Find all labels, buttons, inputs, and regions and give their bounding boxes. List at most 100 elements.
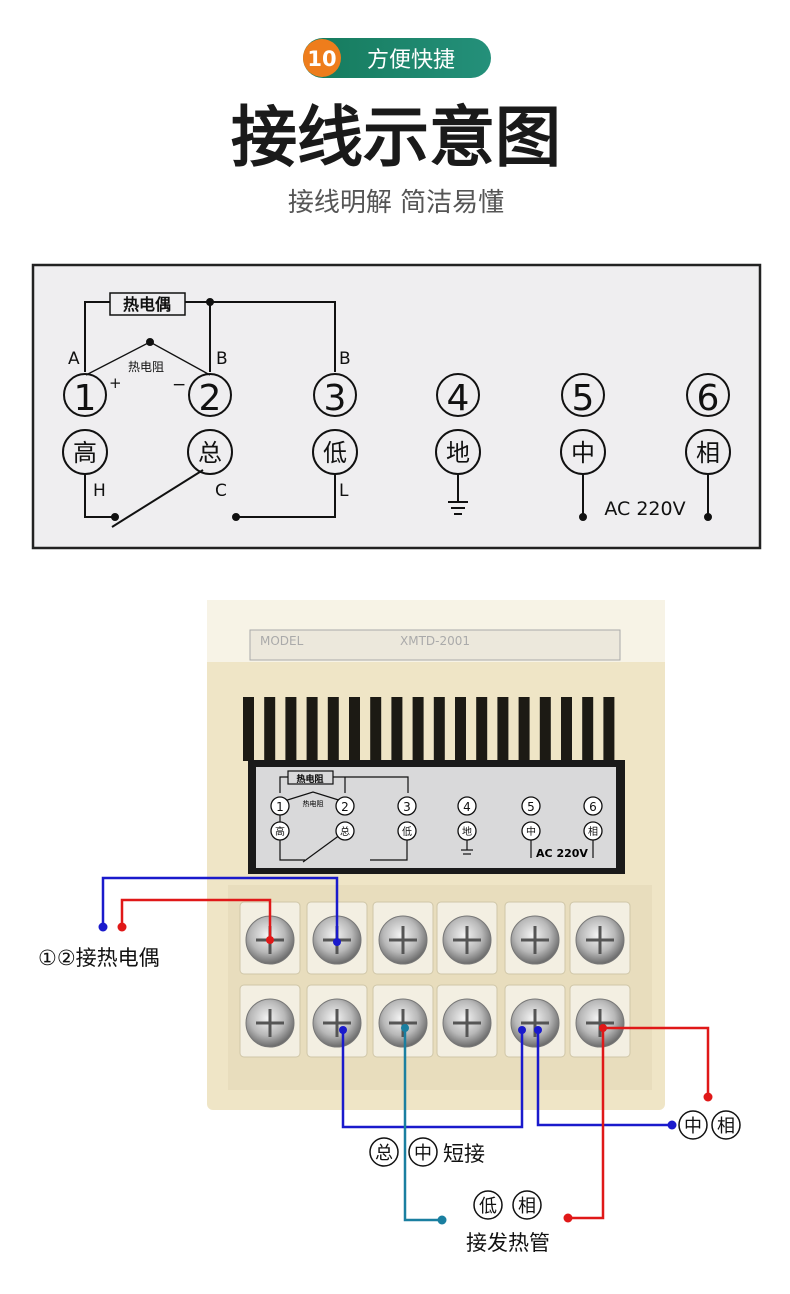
short-callout-a: 总 (375, 1143, 393, 1164)
terminal-function-circle (685, 429, 731, 475)
badge-text: 方便快捷 (367, 48, 455, 73)
heater-wire-phase (568, 1028, 605, 1220)
phase-wire (603, 1026, 710, 1097)
panel-terminal-number-circle (270, 796, 290, 816)
panel-terminal-number-circle (335, 796, 355, 816)
panel-terminal-function-circle (457, 821, 477, 841)
neutral-wire (536, 1030, 672, 1127)
vent-slot (455, 697, 466, 761)
terminal-number: 2 (199, 378, 222, 419)
panel-rtd-box-label: 热电阻 (296, 773, 323, 785)
panel-terminal-function: 低 (402, 825, 412, 838)
wire-label-c: C (215, 481, 227, 501)
panel-terminal-number: 4 (463, 800, 471, 814)
heater-callout-text: 接发热管 (466, 1231, 550, 1255)
terminal-number-circle (686, 373, 730, 417)
vent-slot (518, 697, 530, 761)
panel-rtd-label: 热电阻 (303, 799, 324, 808)
vent-slot (412, 697, 424, 761)
power-label: AC 220V (604, 498, 685, 520)
vent-slot (264, 697, 276, 761)
terminal-number: 5 (572, 378, 595, 419)
model-value: XMTD-2001 (400, 634, 470, 648)
wiring-schematic (31, 263, 762, 550)
terminal-function: 地 (446, 439, 470, 467)
panel-terminal-function-circle (521, 821, 541, 841)
panel-terminal-function-circle (270, 821, 290, 841)
vent-slot (582, 697, 594, 761)
terminal-function: 中 (571, 439, 595, 467)
rtd-label: 热电阻 (128, 360, 164, 374)
vent-slot (539, 697, 551, 761)
vent-slot (285, 697, 297, 761)
feature-badge: 10 方便快捷 (303, 38, 491, 78)
terminal-function: 低 (323, 439, 347, 467)
vent-slot (306, 697, 318, 761)
vent-slot (497, 697, 509, 761)
thermocouple-callout: ①②接热电偶 (38, 946, 160, 970)
terminal-function-circle (435, 429, 481, 475)
terminal-number-circle (63, 373, 107, 417)
badge-number: 10 (307, 47, 336, 71)
wire-label-h: H (93, 481, 106, 501)
vent-slot (327, 697, 339, 761)
model-label: MODEL (260, 634, 304, 648)
panel-terminal-function: 地 (462, 825, 472, 838)
terminal-number-circle (561, 373, 605, 417)
terminal-number-circle (436, 373, 480, 417)
wire-label-a: A (68, 349, 80, 369)
panel-terminal-number: 5 (527, 800, 535, 814)
vent-slot (349, 697, 360, 761)
page-subtitle: 接线明解 简洁易懂 (288, 188, 504, 218)
terminal-function: 总 (198, 439, 222, 467)
badge-number-circle (303, 39, 341, 77)
vent-slot (391, 697, 403, 761)
terminal-number: 1 (74, 378, 97, 419)
heater-callout-b: 相 (518, 1196, 536, 1217)
vent-slots (243, 697, 615, 761)
terminal-function-circle (62, 429, 108, 475)
vent-slot (370, 697, 382, 761)
heater-callout-a: 低 (479, 1196, 497, 1217)
panel-terminal-number: 3 (403, 800, 411, 814)
panel-terminal-number: 2 (341, 800, 349, 814)
vent-slot (433, 697, 445, 761)
panel-power-label: AC 220V (536, 847, 588, 860)
terminal-function-circle (187, 429, 233, 475)
panel-terminal-function-circle (335, 821, 355, 841)
panel-terminal-number: 6 (589, 800, 597, 814)
panel-terminal-number-circle (583, 796, 603, 816)
minus-sign: − (172, 375, 186, 395)
power-callout-b: 相 (717, 1116, 735, 1137)
short-wire (341, 1030, 524, 1129)
vent-slot (243, 697, 254, 761)
vent-slot (476, 697, 488, 761)
panel-terminal-function-circle (397, 821, 417, 841)
heater-wire-low (403, 1028, 442, 1222)
panel-terminal-number-circle (397, 796, 417, 816)
panel-terminal-function: 相 (588, 825, 598, 838)
power-callout-a: 中 (684, 1116, 702, 1137)
thermocouple-wire-blue (101, 876, 339, 942)
terminal-function-circle (312, 429, 358, 475)
wire-label-l: L (339, 481, 349, 501)
page-title: 接线示意图 (231, 99, 561, 176)
plus-sign: + (109, 374, 122, 392)
terminal-function: 相 (696, 439, 720, 467)
terminal-number: 6 (697, 378, 720, 419)
thermocouple-wire-red (120, 898, 272, 940)
panel-terminal-function-circle (583, 821, 603, 841)
thermocouple-label: 热电偶 (123, 295, 171, 314)
panel-terminal-function: 中 (526, 825, 536, 838)
terminal-function: 高 (73, 439, 97, 467)
short-callout-text: 短接 (443, 1142, 485, 1166)
terminal-number-circle (313, 373, 357, 417)
terminal-number: 3 (324, 378, 347, 419)
terminal-number: 4 (447, 378, 470, 419)
terminal-number-circle (188, 373, 232, 417)
panel-terminal-function: 高 (275, 825, 285, 838)
vent-slot (561, 697, 572, 761)
wire-label-b1: B (216, 349, 228, 369)
